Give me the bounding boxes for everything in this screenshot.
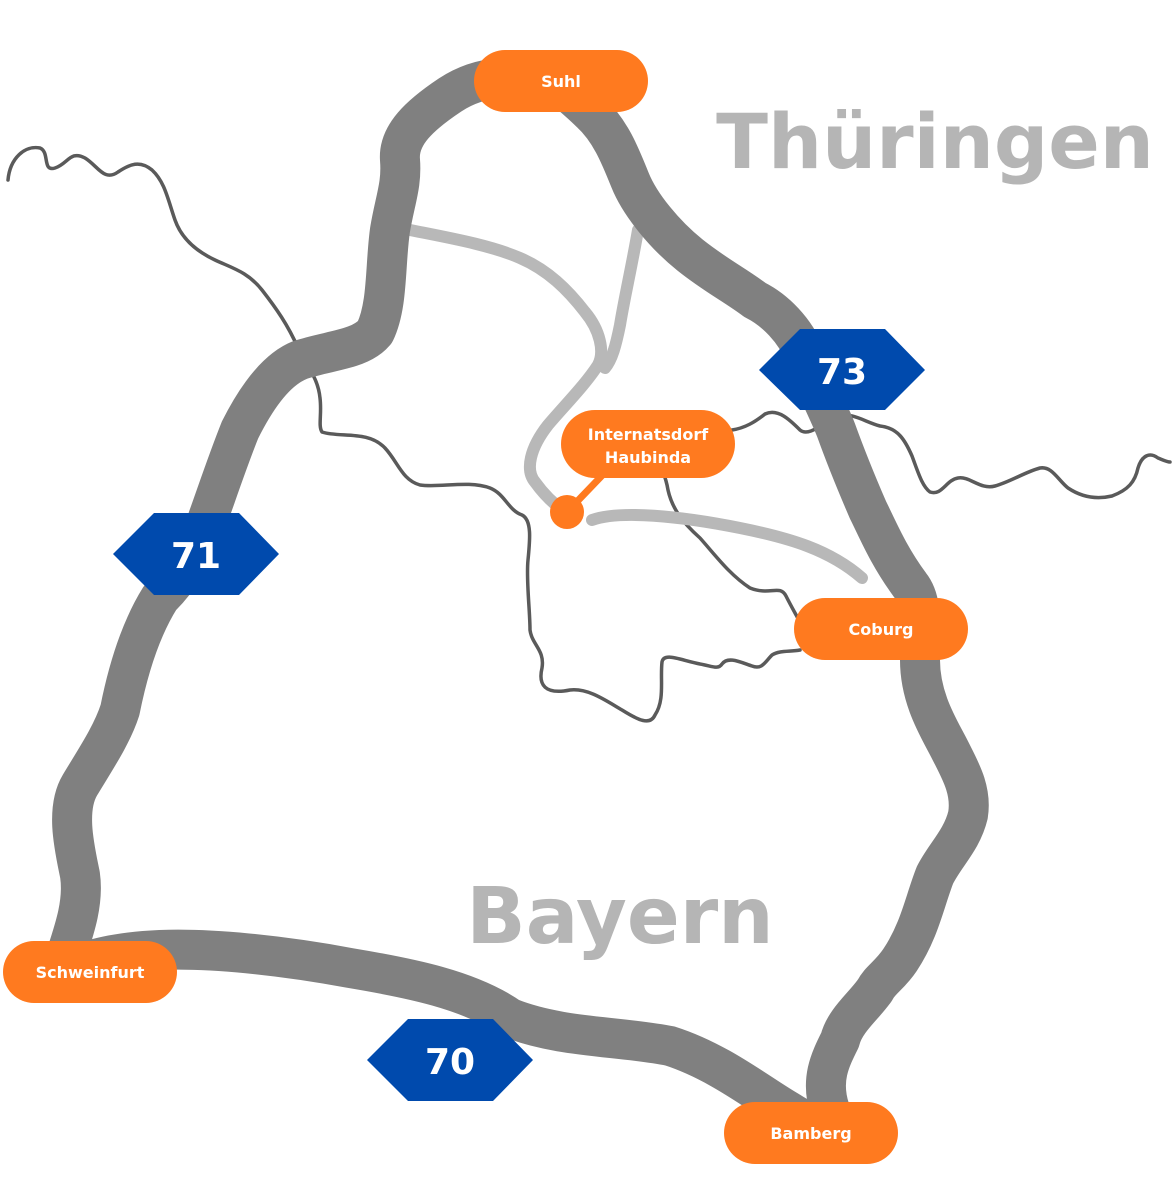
city-pill-suhl [474,50,648,112]
river-east [730,410,1172,500]
city-pill-schweinfurt [3,941,177,1003]
shield-a70-shape [367,1019,533,1101]
region-label-bayern: Bayern [466,872,773,962]
secondary-road-north [599,224,644,374]
river-itz [650,448,804,628]
haubinda-location-dot[interactable] [550,495,584,529]
secondary-roads [404,224,868,584]
shield-a73-number: 73 [817,352,867,393]
city-pill-coburg [794,598,968,660]
city-label-coburg: Coburg [849,620,914,639]
river-werra [6,145,802,723]
city-pill-bamberg [724,1102,898,1164]
city-label-schweinfurt: Schweinfurt [36,963,145,982]
shield-a73-shape [759,329,925,410]
shield-a71-number: 71 [171,536,221,577]
autobahn-shield-a70[interactable]: 70 [367,1019,533,1101]
autobahn-shield-a73[interactable]: 73 [759,329,925,410]
city-marker-schweinfurt[interactable]: Schweinfurt [3,941,177,1003]
shield-a70-number: 70 [425,1042,475,1083]
city-label-suhl: Suhl [541,72,581,91]
poi-marker-haubinda[interactable]: Internatsdorf Haubinda [561,410,735,478]
poi-pill-haubinda [561,410,735,478]
autobahn-shield-a71[interactable]: 71 [113,513,279,595]
region-label-thueringen: Thüringen [716,97,1154,186]
secondary-road-east [586,508,868,584]
city-marker-coburg[interactable]: Coburg [794,598,968,660]
secondary-road-west [404,224,608,518]
city-marker-bamberg[interactable]: Bamberg [724,1102,898,1164]
city-marker-suhl[interactable]: Suhl [474,50,648,112]
autobahn-ring [40,57,989,1143]
rivers [6,145,1172,723]
poi-label-line1: Internatsdorf [588,425,709,444]
shield-a71-shape [113,513,279,595]
poi-label-line2: Haubinda [605,448,691,467]
city-label-bamberg: Bamberg [770,1124,851,1143]
